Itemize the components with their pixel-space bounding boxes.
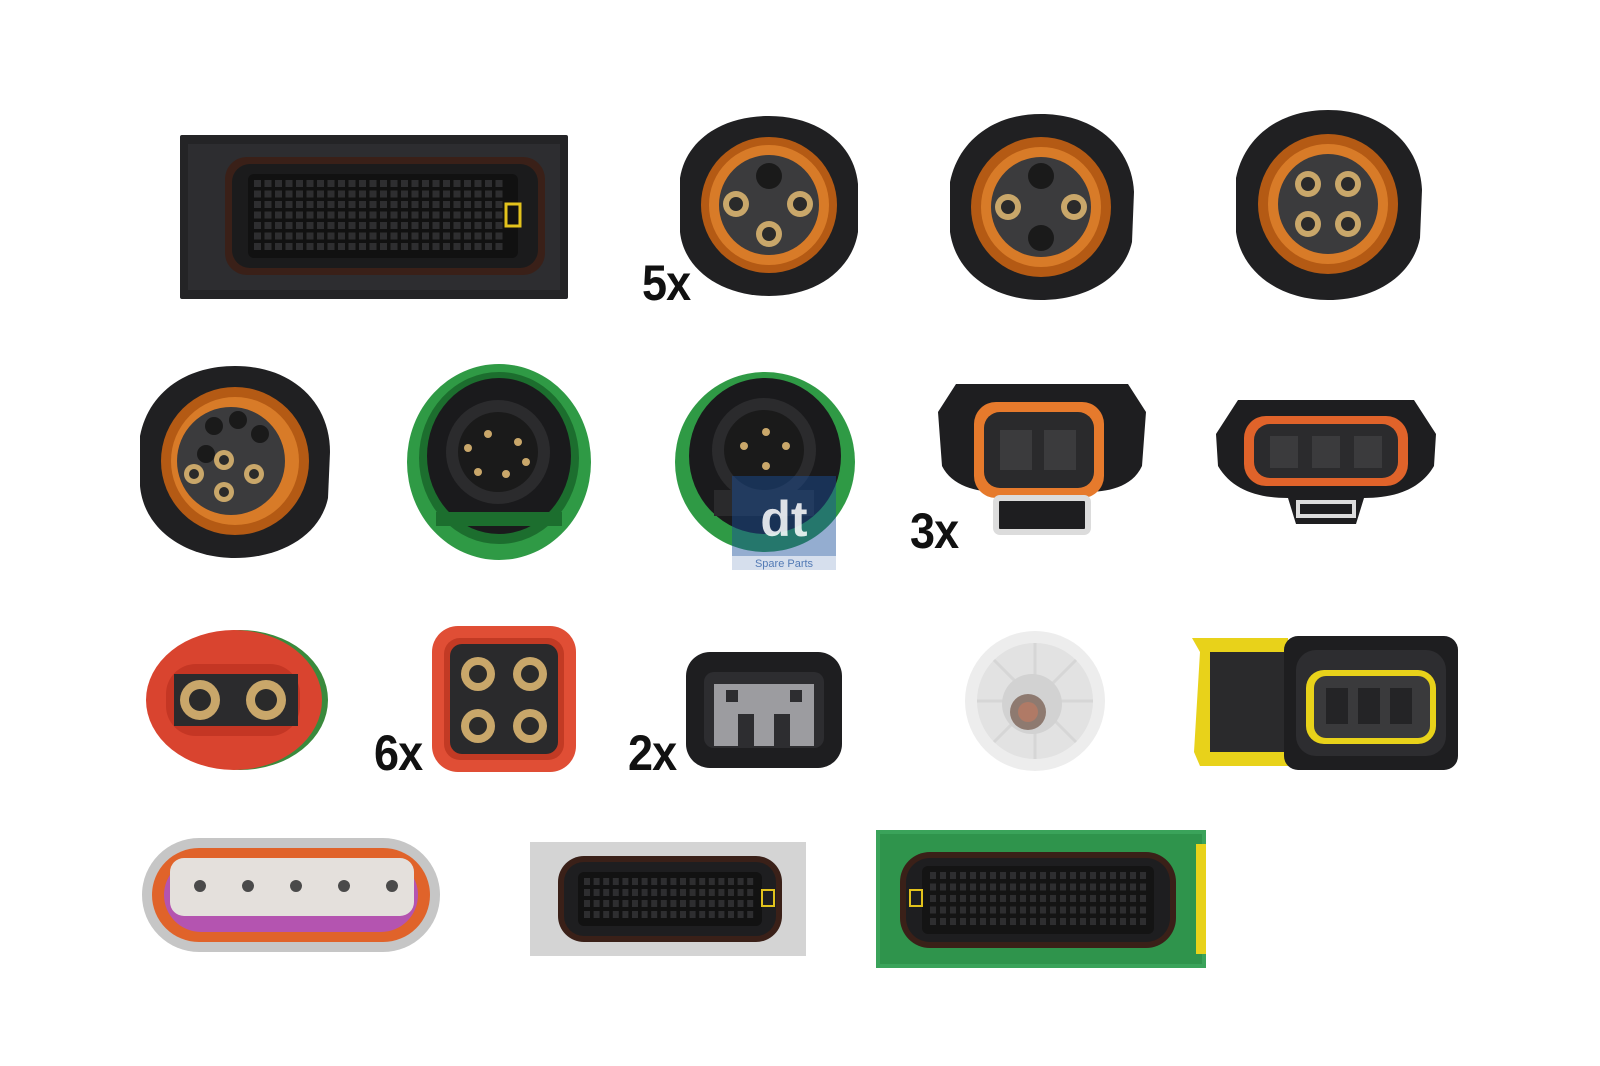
brand-logo: dt Spare Parts [732, 476, 836, 570]
round-connector-4pin [1232, 108, 1424, 302]
grey-oval-connector-5pin [140, 836, 442, 954]
red-oval-connector-2pin [142, 628, 330, 772]
quantity-label: 5x [642, 255, 691, 311]
round-connector-7pin [136, 362, 334, 560]
rect-connector-orange-3pin [1214, 394, 1438, 530]
green-ecu-connector [876, 830, 1206, 968]
black-2pin-connector [684, 650, 844, 770]
green-seal-connector-a [406, 362, 592, 562]
red-square-connector-4pin [430, 624, 578, 774]
quantity-label: 6x [374, 725, 423, 781]
green-seal-connector-b [674, 370, 856, 554]
logo-text: dt [760, 491, 808, 547]
white-round-cap [964, 630, 1106, 772]
rect-connector-orange-2pin [936, 382, 1148, 542]
round-connector-3pin-a [676, 112, 862, 298]
logo-tagline: Spare Parts [755, 558, 814, 570]
grey-ecu-connector [530, 840, 806, 958]
quantity-label: 2x [628, 725, 677, 781]
large-ecu-connector-black [180, 132, 568, 302]
quantity-label: 3x [910, 503, 959, 559]
round-connector-3pin-b [946, 112, 1136, 302]
yellow-black-connector [1188, 632, 1460, 772]
